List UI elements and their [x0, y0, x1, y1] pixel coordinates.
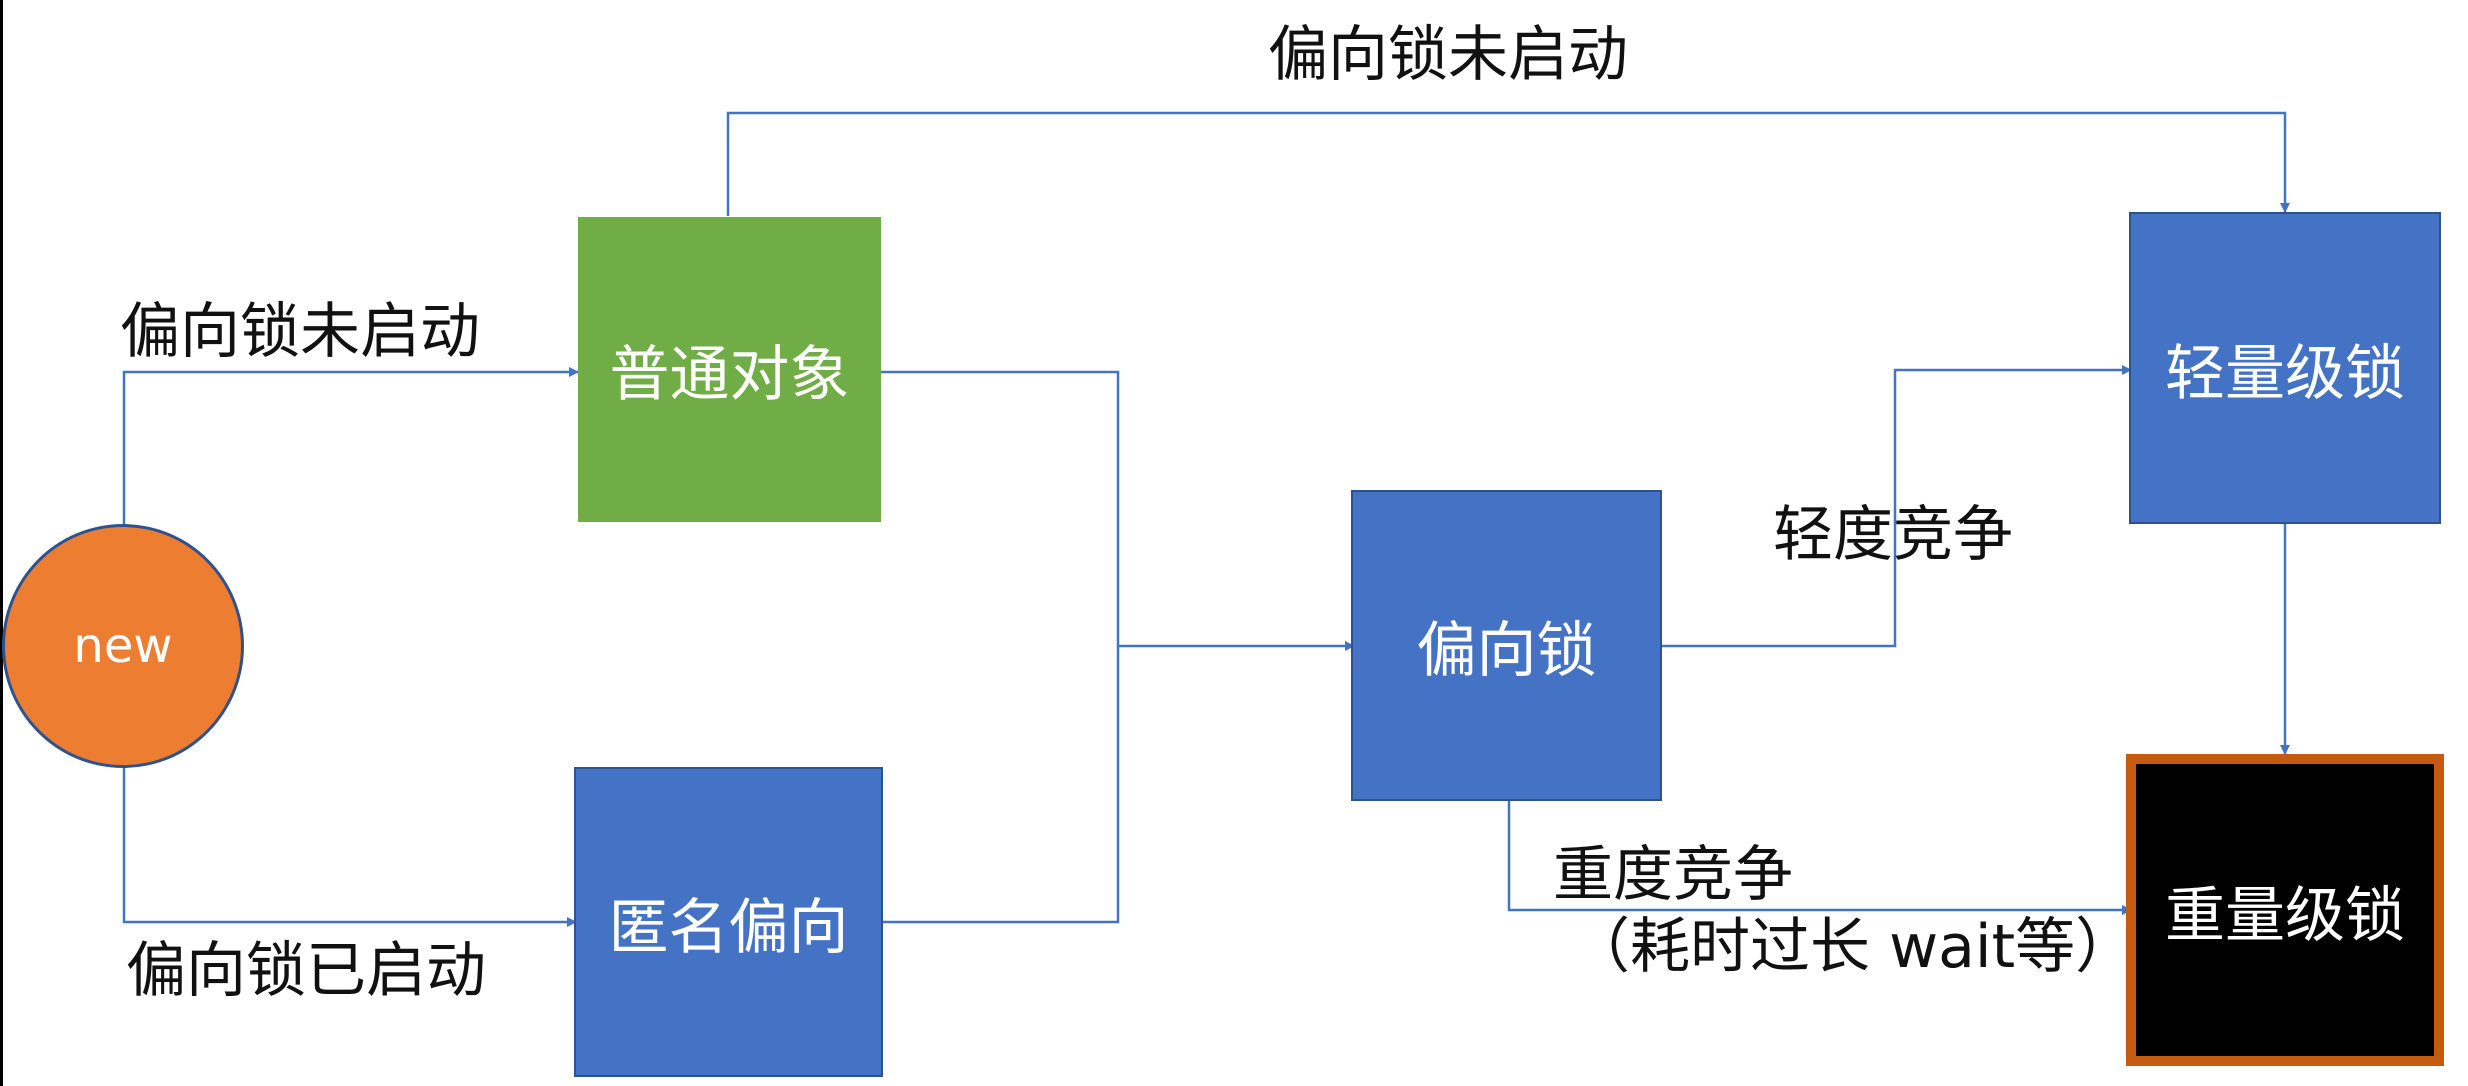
edge-new-to-normal [122, 367, 579, 525]
node-heavyweight-lock-label: 重量级锁 [2165, 880, 2405, 951]
edge-new-to-anonymous [122, 768, 577, 927]
label-heavy-contention: 重度竞争 [1553, 840, 1793, 910]
edge-normal-to-merge [881, 370, 1120, 646]
node-biased-lock: 偏向锁 [1351, 490, 1662, 801]
node-new-label: new [73, 618, 173, 674]
edge-biased-to-lightweight [1662, 365, 2132, 648]
node-lightweight-lock-label: 轻量级锁 [2165, 338, 2405, 409]
label-heavy-contention-detail: （耗时过长 wait等） [1570, 912, 2136, 982]
node-anonymous-biased-label: 匿名偏向 [608, 892, 849, 963]
node-new: new [2, 524, 244, 768]
label-left-bias-not-started: 偏向锁未启动 [120, 297, 480, 367]
label-top-bias-not-started: 偏向锁未启动 [1268, 20, 1628, 90]
label-left-bias-started: 偏向锁已启动 [126, 936, 486, 1006]
left-edge-line [0, 0, 3, 1086]
node-normal-object-label: 普通对象 [609, 340, 850, 410]
node-heavyweight-lock: 重量级锁 [2126, 754, 2444, 1066]
node-lightweight-lock: 轻量级锁 [2129, 212, 2441, 524]
node-normal-object: 普通对象 [578, 217, 881, 522]
label-light-contention: 轻度竞争 [1773, 500, 2013, 570]
edge-normal-to-lightweight [726, 111, 2290, 216]
node-biased-lock-label: 偏向锁 [1416, 616, 1597, 686]
node-anonymous-biased: 匿名偏向 [574, 767, 883, 1077]
edge-anonymous-to-merge [883, 646, 1120, 924]
edge-biased-to-heavyweight [1507, 801, 2132, 915]
